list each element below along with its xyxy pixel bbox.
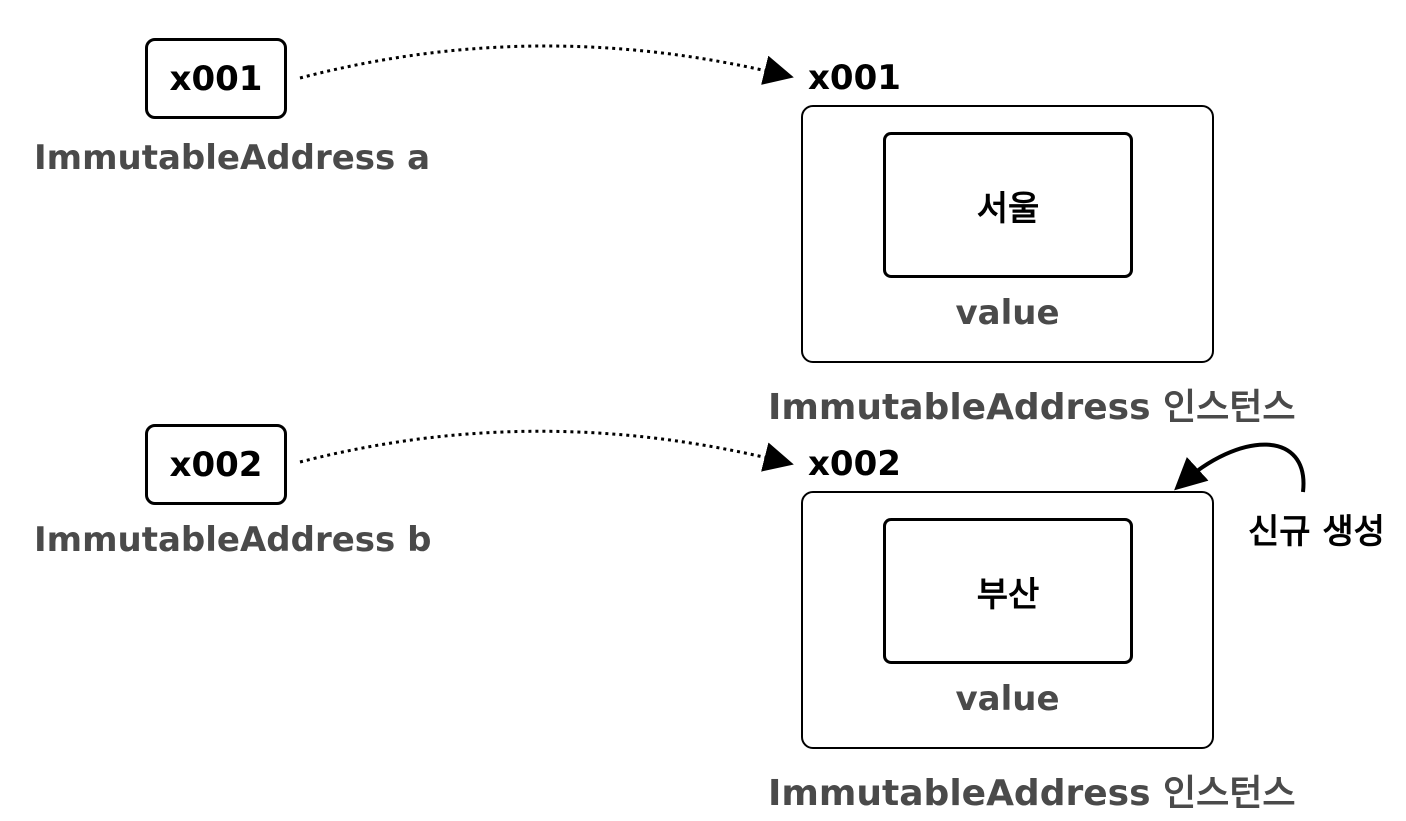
- reference-arrow-a: [299, 44, 794, 85]
- instance-2-value-label: value: [955, 679, 1060, 719]
- reference-b-address: x002: [169, 444, 263, 485]
- instance-2-value-box: 부산: [883, 518, 1133, 664]
- reference-b-box: x002: [145, 424, 287, 505]
- instance-2-box: 부산 value: [801, 491, 1214, 749]
- new-creation-arrow: [1174, 442, 1306, 493]
- instance-2-label: ImmutableAddress 인스턴스: [768, 773, 1296, 814]
- instance-1-label: ImmutableAddress 인스턴스: [768, 387, 1296, 428]
- reference-arrow-b: [299, 429, 794, 472]
- instance-2-address: x002: [808, 444, 901, 484]
- variable-a-label: ImmutableAddress a: [34, 138, 431, 178]
- instance-2-value: 부산: [976, 574, 1040, 615]
- reference-a-address: x001: [169, 58, 263, 99]
- instance-1-value-box: 서울: [883, 132, 1133, 278]
- reference-a-box: x001: [145, 38, 287, 119]
- instance-1-value: 서울: [976, 188, 1040, 229]
- variable-b-label: ImmutableAddress b: [34, 520, 432, 560]
- instance-1-box: 서울 value: [801, 105, 1214, 363]
- instance-1-value-label: value: [955, 293, 1060, 333]
- new-creation-note: 신규 생성: [1248, 512, 1385, 552]
- instance-1-address: x001: [808, 58, 901, 98]
